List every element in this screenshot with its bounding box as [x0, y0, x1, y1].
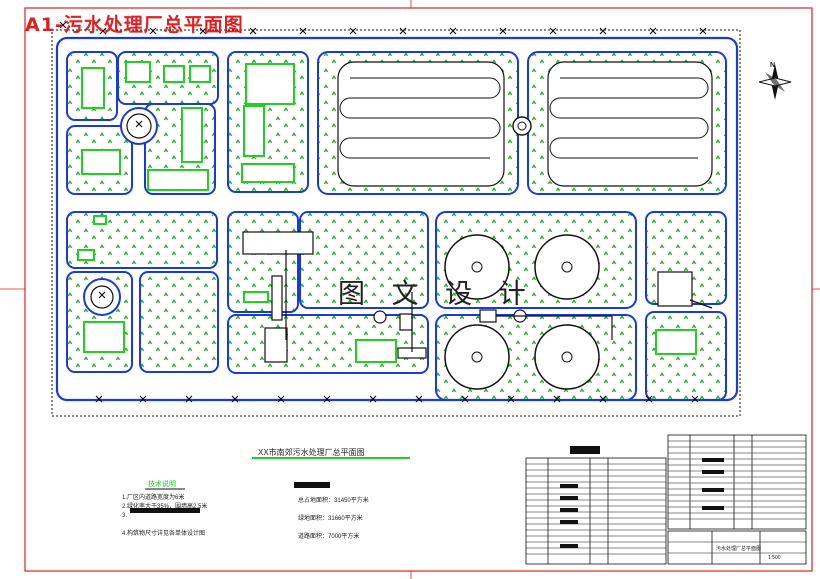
note-line: 1.厂区内道路宽度为6米: [122, 495, 185, 501]
note-line: 4.构筑物尺寸详见各单体设计图: [122, 531, 206, 537]
plan-title: XX市南郊污水处理厂总平面图: [258, 448, 365, 457]
title-block-name: 污水处理厂总平面图: [716, 546, 762, 552]
note-line: 2.绿化率大于35%，围墙高2.5米: [122, 504, 208, 510]
north-arrow-icon: [758, 64, 792, 100]
drawing-title: A1-污水处理厂总平面图: [25, 14, 244, 36]
ditch-channels: [339, 77, 709, 159]
outer-road: [55, 36, 739, 402]
notes-list: 1.厂区内道路宽度为6米 2.绿化率大于35%，围墙高2.5米 3. 4.构筑物…: [122, 494, 207, 539]
area-summary: 总占地面积：31450平方米 绿地面积：31660平方米 道路面积：7000平方…: [298, 492, 369, 546]
note-line: 3.: [122, 513, 128, 519]
circular-tanks-small: [83, 107, 532, 316]
compass-label: N: [770, 62, 776, 69]
clarifiers: [444, 234, 600, 390]
area-row: 道路面积：7000平方米: [298, 534, 360, 540]
sheet-border: [24, 7, 813, 572]
oxidation-ditches: [337, 61, 713, 187]
area-row: 总占地面积：31450平方米: [298, 498, 369, 504]
pipelines: [285, 250, 713, 352]
area-row: 绿地面积：31660平方米: [298, 516, 363, 522]
equipment-table: [525, 434, 807, 565]
watermark-text: 图 文 设 计: [338, 279, 535, 310]
table-heading-bar: [570, 446, 600, 454]
perimeter-trees: [59, 21, 707, 403]
buildings: [77, 61, 697, 363]
notes-heading: 技术说明: [148, 481, 176, 488]
title-block-scale: 1:500: [768, 555, 781, 561]
table-rows: [526, 440, 806, 555]
site-boundary: [51, 29, 741, 417]
table-redactions: [560, 458, 724, 548]
